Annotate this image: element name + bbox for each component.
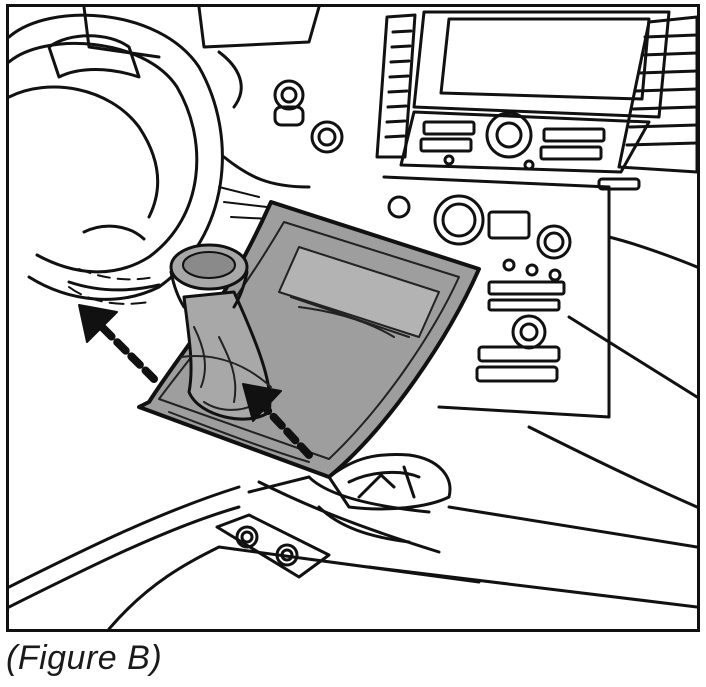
left-air-vent — [375, 13, 417, 159]
right-air-vent — [597, 15, 697, 191]
console-buttons — [215, 513, 331, 579]
arrow-up-left-icon — [242, 383, 313, 459]
steering-wheel — [9, 13, 224, 301]
climate-control-panel — [399, 110, 651, 174]
audio-control-panel — [382, 175, 611, 419]
arrow-up-left-icon — [78, 304, 158, 383]
ignition-knob — [273, 79, 344, 154]
navigation-screen — [412, 10, 671, 119]
motion-lines — [68, 268, 155, 305]
dashboard-left — [82, 7, 321, 220]
figure-illustration — [6, 4, 700, 632]
center-console — [9, 475, 481, 629]
shifter-base — [317, 452, 452, 544]
figure-caption: (Figure B) — [6, 639, 163, 677]
